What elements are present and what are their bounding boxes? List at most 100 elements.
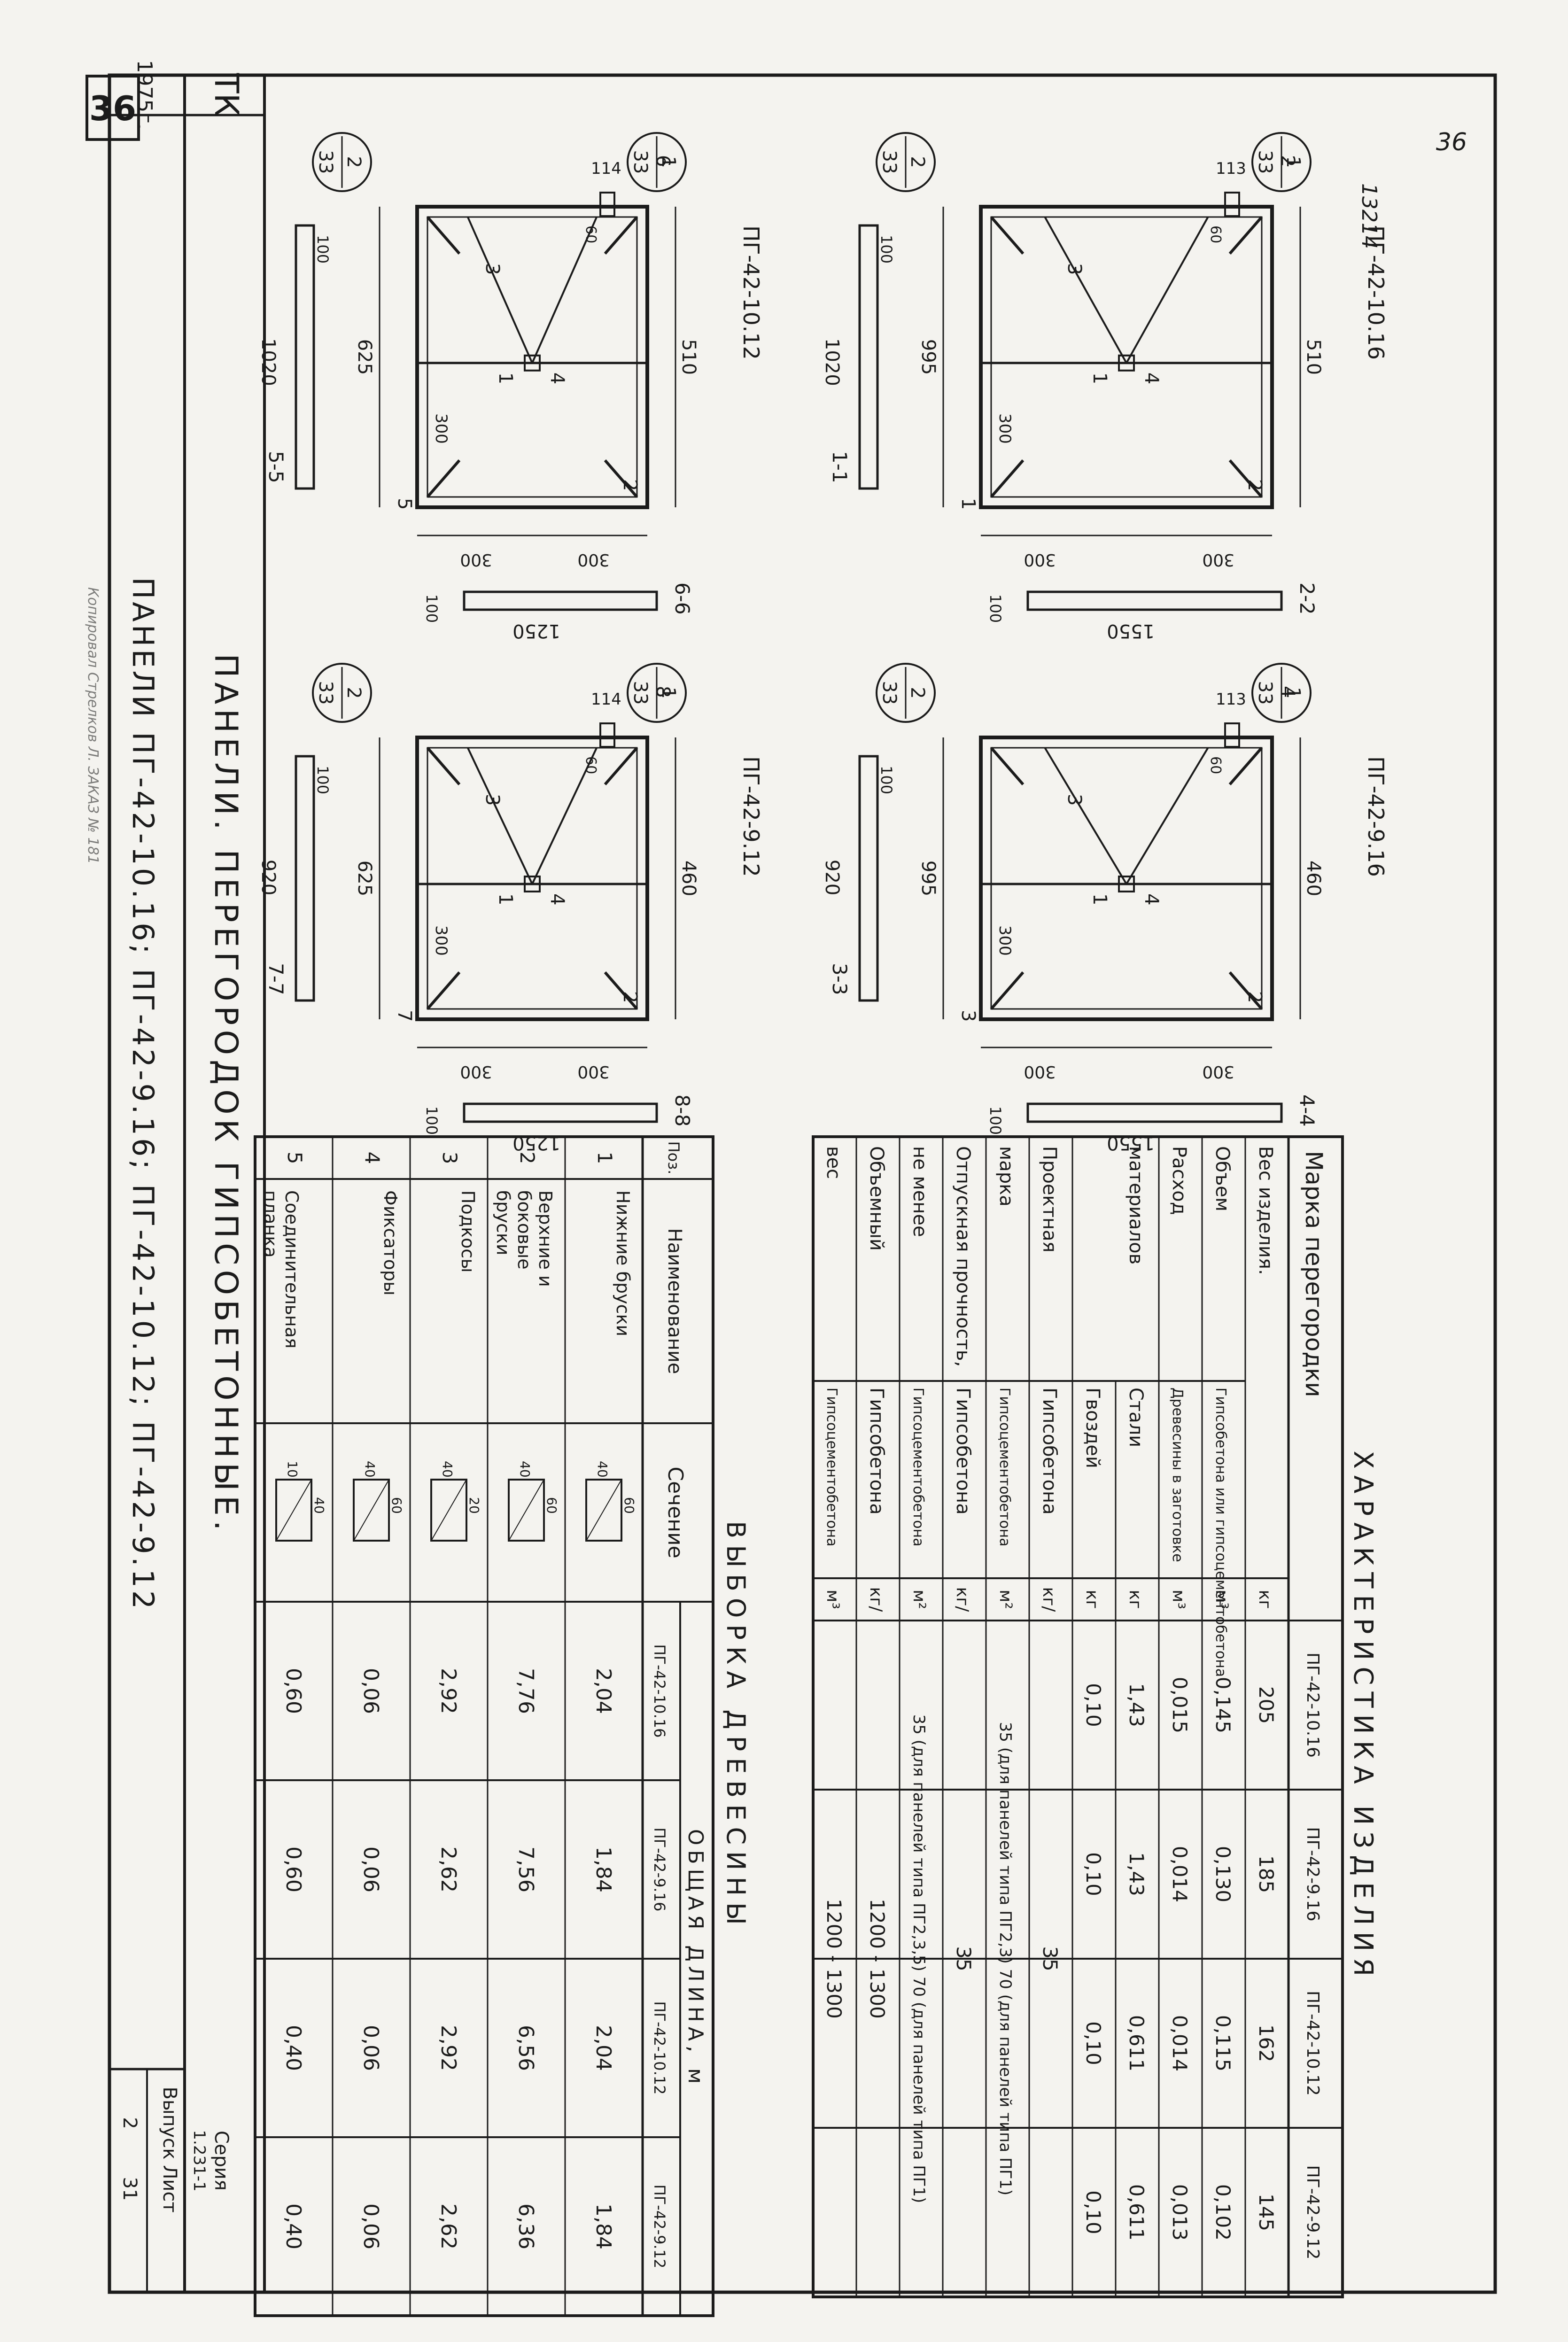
col-mark: ПГ-42-9.16 <box>1303 1827 1322 1922</box>
panel-frame <box>415 722 649 1021</box>
cell-value: 0,40 <box>281 2025 305 2071</box>
copyist-note: Копировал Стрелков Л. ЗАКАЗ № 181 <box>85 587 101 864</box>
row-group: Объем <box>1211 1146 1233 1211</box>
section-mark: 6 <box>652 155 674 167</box>
fixator-top <box>599 722 615 748</box>
frame-inner <box>427 216 638 498</box>
brace <box>1126 747 1209 885</box>
cell-value: 0,115 <box>1211 2015 1234 2071</box>
sheet-number: 36 <box>89 89 136 128</box>
section-length: 1020 <box>821 338 843 386</box>
row-unit: кг <box>1126 1590 1145 1609</box>
callout-top: 1 <box>1282 687 1304 698</box>
brace <box>466 747 533 884</box>
brace <box>531 747 598 884</box>
section-height: 1250 <box>512 620 560 642</box>
section-mark: 7 <box>394 1010 415 1022</box>
seria-label: Серия <box>210 2131 232 2191</box>
title-block: ТК 1975г. ПАНЕЛИ. ПЕРЕГОРОДОК ГИПСОБЕТОН… <box>85 60 246 2212</box>
list-label: Лист <box>159 2165 180 2212</box>
cell-value: 6,56 <box>514 2025 538 2071</box>
header-pos: Поз. <box>665 1141 683 1175</box>
panel-name: ПГ-42-10.12 <box>738 225 764 360</box>
cell-value: 0,10 <box>1082 1683 1105 1727</box>
section-length: 920 <box>257 860 279 895</box>
cell-value: 1,84 <box>591 2203 615 2249</box>
panel-frame <box>415 192 649 509</box>
row-group: Расход <box>1168 1146 1190 1215</box>
section-title: 2-2 <box>1296 582 1319 615</box>
row-group: Отпускная прочность, <box>952 1146 974 1367</box>
section-body <box>1026 1102 1283 1123</box>
callout-bottom: 33 <box>315 681 336 705</box>
dim-top: 460 <box>678 861 699 896</box>
section-body <box>858 224 879 490</box>
pos-label: 4 <box>546 893 568 905</box>
circle <box>1251 132 1312 192</box>
cell-value: 1,84 <box>591 1846 615 1892</box>
dim-side: 300 <box>1024 550 1056 569</box>
callout-circle: 233 <box>312 132 372 192</box>
col-mark: ПГ-42-9.12 <box>651 2185 668 2269</box>
section-title: 7-7 <box>264 963 287 995</box>
row-group: вес <box>823 1146 844 1179</box>
cell-value: 0,145 <box>1211 1677 1234 1733</box>
callout-circle: 133 <box>1251 132 1312 192</box>
dim-inner: 300 <box>432 925 450 956</box>
cell-value: 1,43 <box>1125 1683 1148 1727</box>
row-item: Гипсобетона <box>1039 1388 1060 1515</box>
callout-top: 2 <box>343 687 365 698</box>
callout-bottom: 33 <box>315 150 336 174</box>
section-thickness: 100 <box>877 235 895 264</box>
section-thickness: 100 <box>877 766 895 794</box>
row-name: планка <box>260 1190 281 1258</box>
section-dim: 10 <box>285 1461 300 1478</box>
corner-brace <box>1228 459 1263 498</box>
wood-selection-table: ВЫБОРКА ДРЕВЕСИНЫПоз.НаименованиеСечение… <box>254 1135 751 2317</box>
header-total: ОБЩАЯ ДЛИНА, м <box>683 1829 707 2088</box>
corner-brace <box>426 459 461 498</box>
section-dim: 40 <box>517 1461 533 1478</box>
row-name: бруски <box>493 1190 513 1256</box>
section-height: 1250 <box>512 1132 560 1154</box>
callout-top: 1 <box>658 156 679 168</box>
row-unit: м² <box>909 1590 929 1609</box>
corner-brace <box>990 971 1025 1010</box>
section-length: 920 <box>821 860 843 895</box>
dim-inner: 300 <box>995 413 1014 444</box>
row-group: Проектная <box>1039 1146 1060 1253</box>
dim-mid: 114 <box>591 690 621 709</box>
col-mark: ПГ-42-10.16 <box>651 1644 668 1738</box>
dim-side: 300 <box>460 1062 492 1081</box>
frame-outer <box>415 736 649 1021</box>
handwritten-page-mark: 36 <box>1436 128 1467 156</box>
section-mark: 1 <box>957 498 979 510</box>
dim-side: 300 <box>1202 1062 1234 1081</box>
section-body <box>858 755 879 1002</box>
col-mark: ПГ-42-10.12 <box>651 2001 668 2095</box>
cell-merged: 35 <box>952 1946 975 1971</box>
row-unit: м³ <box>823 1590 842 1609</box>
section-height: 1550 <box>1107 620 1155 642</box>
cell-value: 2,62 <box>436 2203 460 2249</box>
callout-top: 1 <box>658 687 679 698</box>
row-pos: 4 <box>361 1152 384 1164</box>
circle <box>627 663 687 723</box>
header-marka: Марка перегородки <box>1300 1151 1327 1397</box>
header-section: Сечение <box>663 1466 687 1558</box>
cell-value: 0,06 <box>359 2203 383 2249</box>
corner-brace <box>604 971 638 1010</box>
callout-top: 2 <box>907 687 928 698</box>
hatch <box>508 1479 544 1541</box>
